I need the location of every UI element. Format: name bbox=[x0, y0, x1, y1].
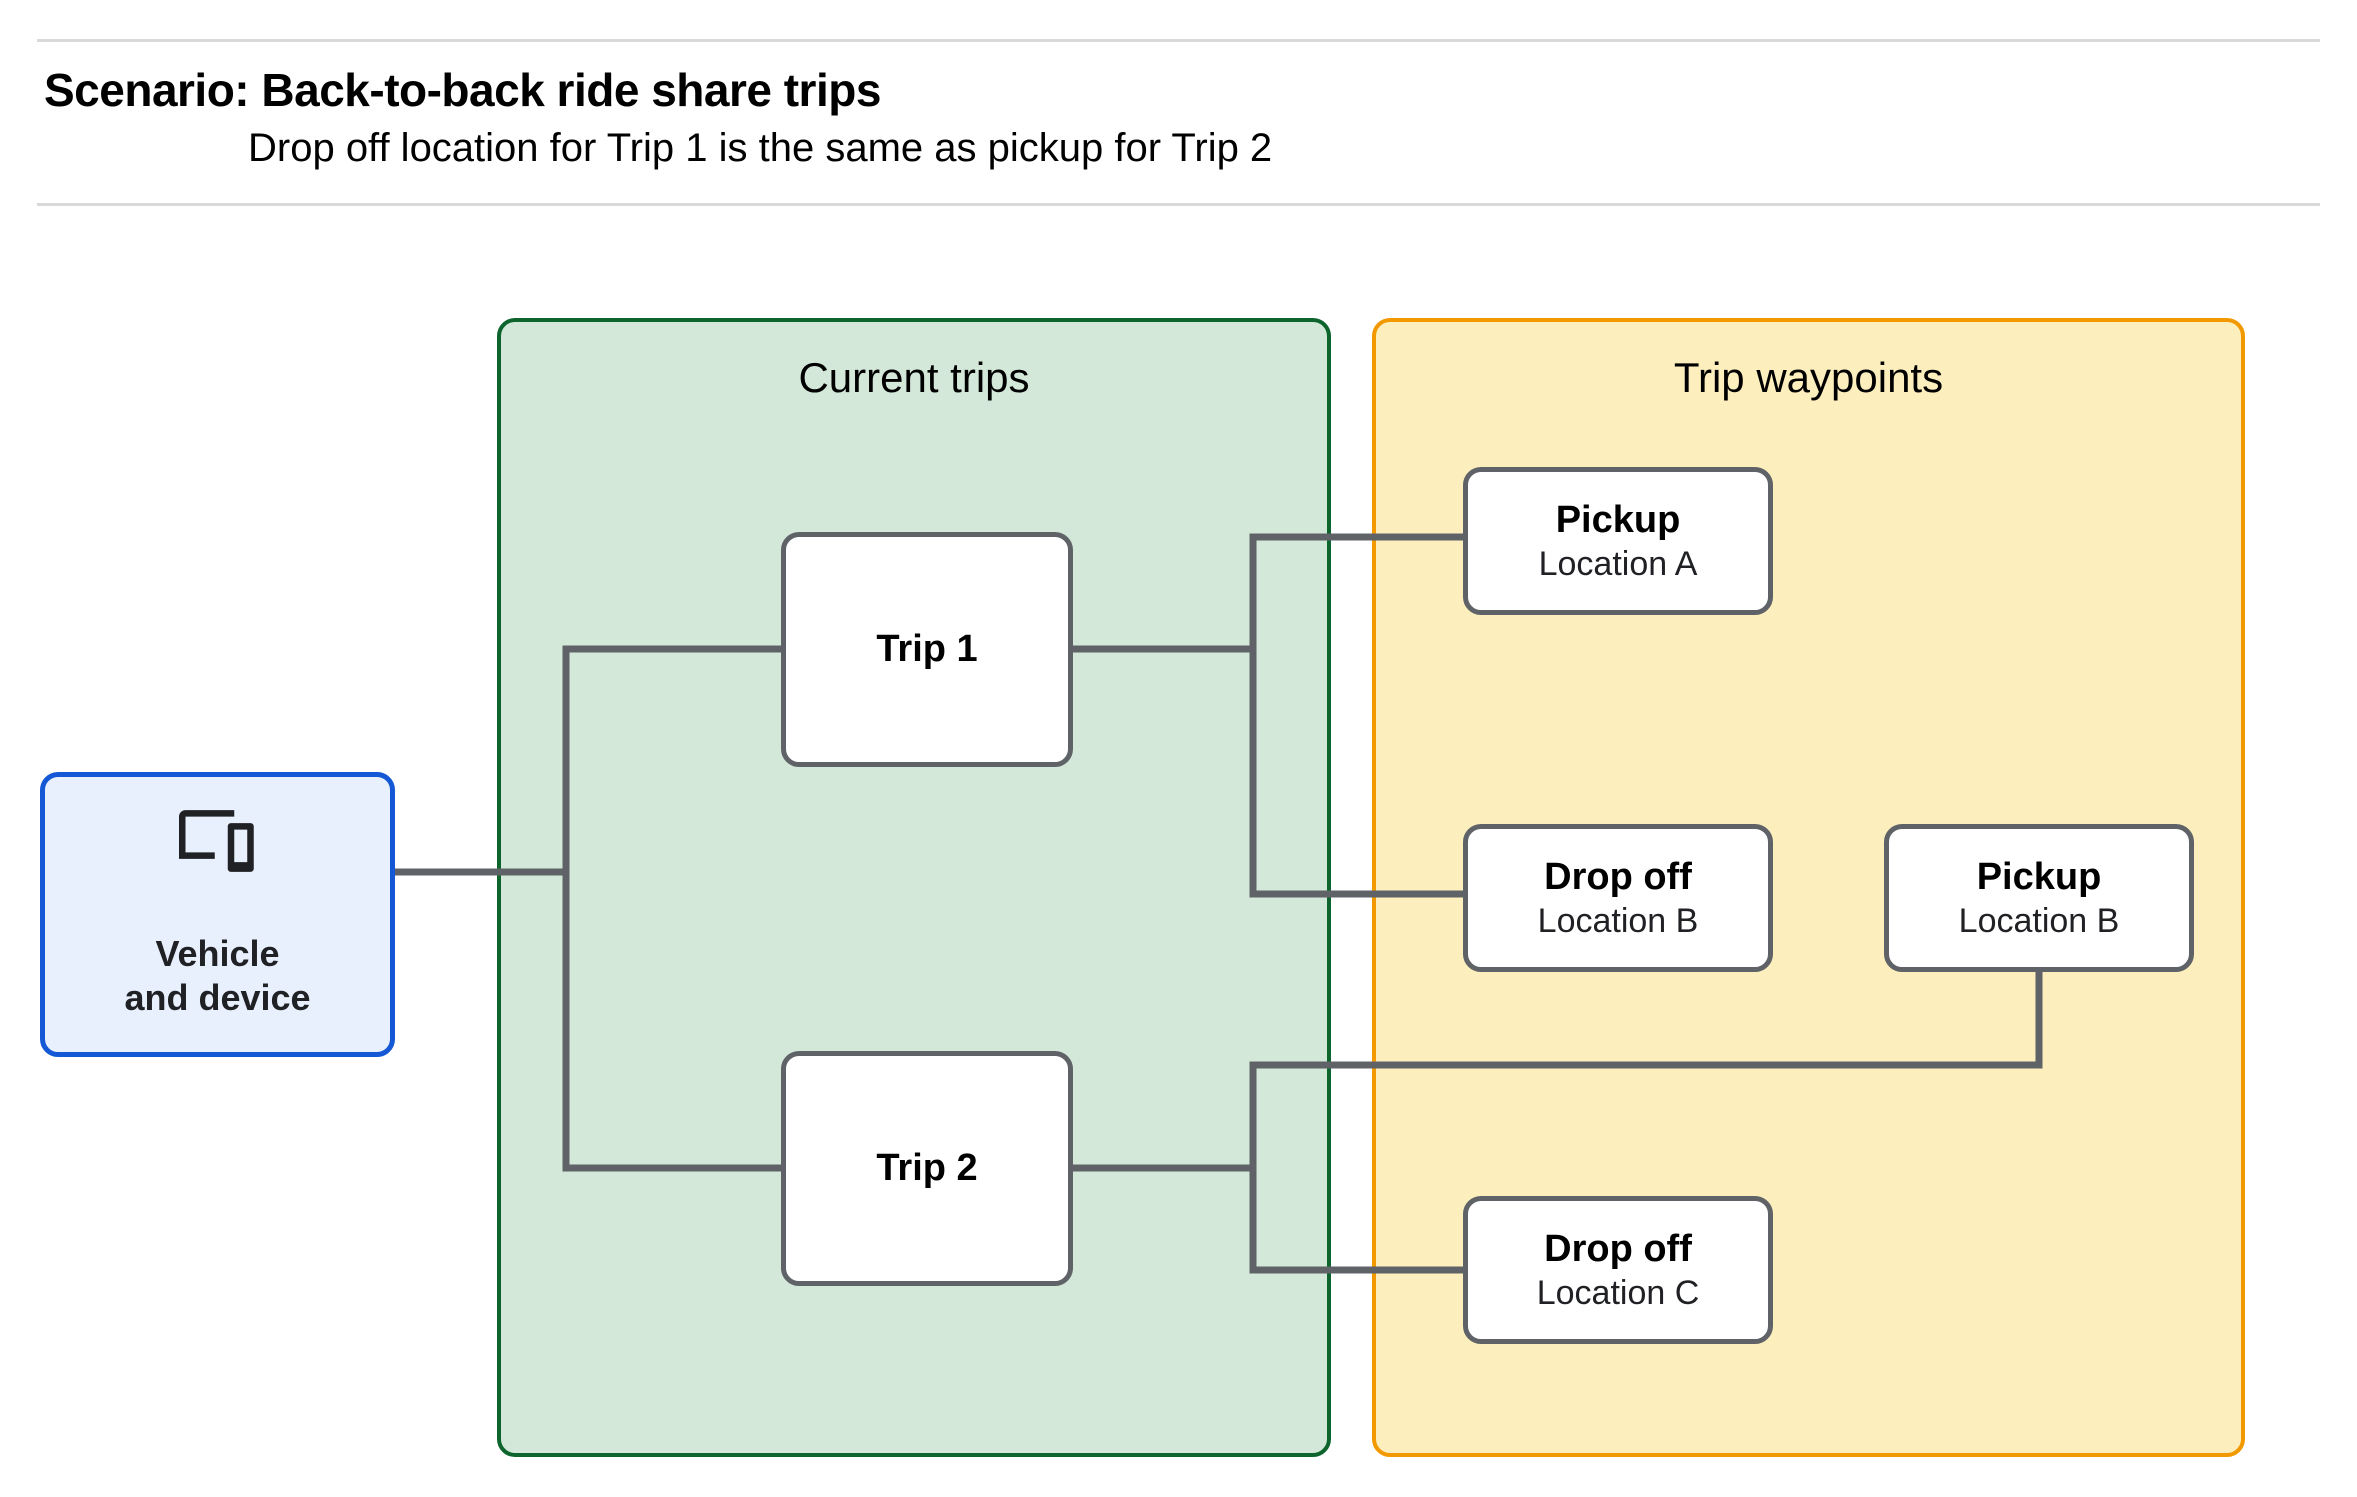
group-trip-waypoints-label: Trip waypoints bbox=[1673, 354, 1944, 401]
node-pickup-b-title: Pickup bbox=[1976, 855, 2102, 898]
node-trip-2[interactable]: Trip 2 bbox=[781, 1051, 1073, 1286]
node-dropoff-b-location: Location B bbox=[1537, 902, 1699, 941]
node-pickup-a-title: Pickup bbox=[1555, 498, 1681, 541]
vehicle-label-line-2: and device bbox=[124, 976, 311, 1018]
node-pickup-a-location: Location A bbox=[1538, 545, 1698, 584]
node-dropoff-location-b[interactable]: Drop off Location B bbox=[1463, 824, 1773, 972]
node-vehicle-and-device[interactable]: Vehicle and device bbox=[40, 772, 395, 1057]
group-current-trips-label: Current trips bbox=[798, 354, 1030, 401]
header-divider-bottom bbox=[37, 203, 2320, 206]
node-pickup-b-location: Location B bbox=[1958, 902, 2120, 941]
node-trip-1-label: Trip 1 bbox=[876, 628, 978, 671]
vehicle-label: Vehicle and device bbox=[124, 932, 310, 1020]
node-dropoff-location-c[interactable]: Drop off Location C bbox=[1463, 1196, 1773, 1344]
vehicle-label-line-1: Vehicle bbox=[155, 932, 280, 974]
node-trip-1[interactable]: Trip 1 bbox=[781, 532, 1073, 767]
devices-icon bbox=[178, 809, 254, 872]
node-pickup-location-b[interactable]: Pickup Location B bbox=[1884, 824, 2194, 972]
node-dropoff-c-title: Drop off bbox=[1544, 1227, 1692, 1270]
node-dropoff-b-title: Drop off bbox=[1544, 855, 1692, 898]
header-divider-top bbox=[37, 39, 2320, 42]
node-pickup-location-a[interactable]: Pickup Location A bbox=[1463, 467, 1773, 615]
node-dropoff-c-location: Location C bbox=[1536, 1274, 1700, 1313]
page-subtitle: Drop off location for Trip 1 is the same… bbox=[248, 126, 1273, 170]
group-current-trips: Current trips bbox=[497, 318, 1331, 1457]
node-trip-2-label: Trip 2 bbox=[876, 1147, 978, 1190]
page-title: Scenario: Back-to-back ride share trips bbox=[44, 64, 881, 116]
